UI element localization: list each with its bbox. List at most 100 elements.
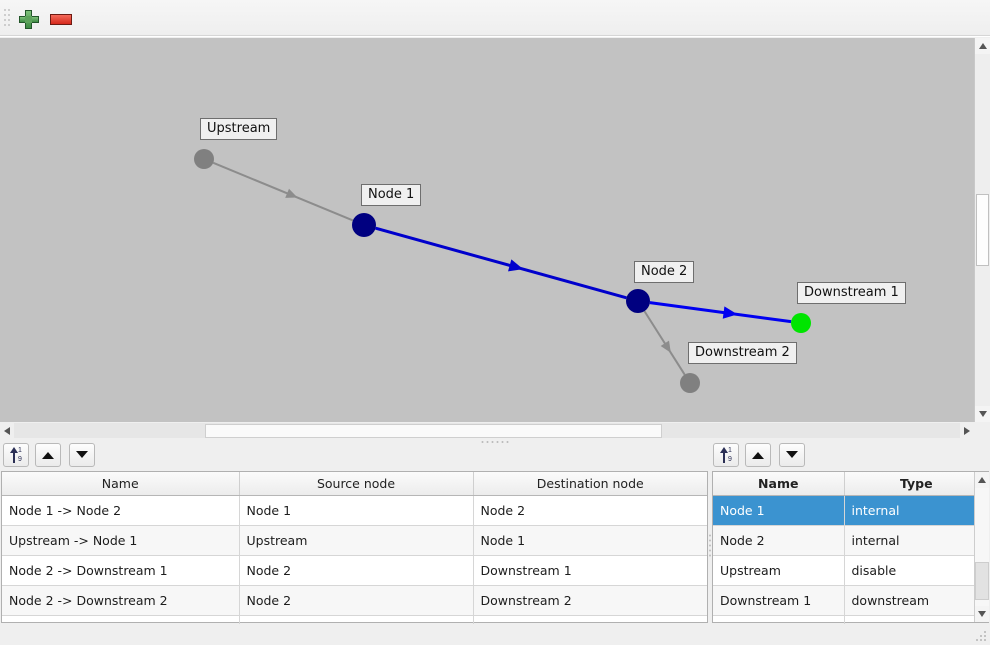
resize-grip-icon[interactable] — [976, 631, 987, 642]
graph-edge-node2-downstream2[interactable] — [643, 310, 686, 376]
links-table-cell-source[interactable]: Node 1 — [239, 495, 474, 526]
graph-node-label-downstream1[interactable]: Downstream 1 — [797, 282, 906, 304]
nodes-table-scrollbar[interactable] — [974, 472, 989, 622]
graph-edge-arrow-node1-node2 — [508, 259, 524, 272]
nodes-table-cell-name[interactable]: Upstream — [713, 555, 845, 586]
links-table-cell-name[interactable]: Node 2 -> Downstream 1 — [2, 555, 240, 586]
graph-edge-node2-downstream1[interactable] — [649, 301, 792, 324]
graph-horizontal-scrollbar[interactable] — [0, 423, 990, 439]
triangle-down-icon — [786, 451, 798, 458]
graph-node-downstream1[interactable] — [791, 313, 811, 333]
sort-badge-top: 1 — [18, 447, 22, 454]
links-table-cell-destination[interactable]: Node 1 — [473, 525, 707, 556]
nodes-table-cell-name[interactable]: Node 2 — [713, 525, 845, 556]
nodes-move-down-button[interactable] — [779, 443, 805, 467]
links-table-cell-destination[interactable]: Node 2 — [473, 495, 707, 526]
graph-node-upstream[interactable] — [194, 149, 214, 169]
add-button[interactable] — [15, 7, 43, 31]
scroll-down-button[interactable] — [975, 606, 989, 622]
graph-node-node1[interactable] — [352, 213, 376, 237]
splitter-grip-icon — [481, 441, 509, 443]
horizontal-splitter[interactable] — [0, 438, 990, 445]
graph-edge-node1-node2[interactable] — [375, 226, 627, 300]
links-table-column-header-0[interactable]: Name — [2, 472, 240, 496]
links-table-cell-source[interactable]: Node 2 — [239, 555, 474, 586]
plus-icon — [19, 10, 39, 29]
links-table-cell-destination[interactable]: Downstream 1 — [473, 555, 707, 586]
vertical-scroll-thumb[interactable] — [975, 562, 989, 600]
scroll-left-button[interactable] — [0, 423, 14, 439]
horizontal-scroll-thumb[interactable] — [205, 424, 662, 438]
nodes-sort-button[interactable]: 1 9 — [713, 443, 739, 467]
vertical-scroll-track[interactable] — [975, 488, 989, 606]
nodes-table-column-header-0[interactable]: Name — [713, 472, 845, 496]
triangle-down-icon — [76, 451, 88, 458]
nodes-table-cell-type[interactable]: internal — [844, 495, 988, 526]
graph-edge-upstream-node1[interactable] — [212, 161, 354, 222]
scroll-up-button[interactable] — [975, 472, 989, 488]
links-table-cell-name[interactable]: Node 2 -> Downstream 2 — [2, 585, 240, 616]
links-move-up-button[interactable] — [35, 443, 61, 467]
graph-node-label-node2[interactable]: Node 2 — [634, 261, 695, 283]
nodes-table-cell-name[interactable]: Node 1 — [713, 495, 845, 526]
nodes-table-cell-type[interactable]: disable — [844, 555, 988, 586]
sort-badge-bottom: 9 — [728, 456, 732, 463]
nodes-table-column-header-1[interactable]: Type — [844, 472, 988, 496]
links-table-cell-source[interactable]: Upstream — [239, 525, 474, 556]
toolbar-divider-highlight — [0, 36, 990, 37]
nodes-move-up-button[interactable] — [745, 443, 771, 467]
sort-ascending-icon: 1 9 — [719, 447, 735, 464]
vertical-scroll-thumb[interactable] — [976, 194, 989, 266]
horizontal-scroll-track[interactable] — [14, 423, 960, 439]
links-table-column-header-1[interactable]: Source node — [239, 472, 474, 496]
graph-node-label-downstream2[interactable]: Downstream 2 — [688, 342, 797, 364]
vertical-scroll-track[interactable] — [975, 54, 990, 406]
links-table-cell-name[interactable]: Node 1 -> Node 2 — [2, 495, 240, 526]
scrollbar-corner — [974, 423, 990, 439]
links-table-cell-name[interactable]: Upstream -> Node 1 — [2, 525, 240, 556]
links-sort-button[interactable]: 1 9 — [3, 443, 29, 467]
drag-handle-icon[interactable] — [4, 9, 11, 29]
graph-node-label-upstream[interactable]: Upstream — [200, 118, 278, 140]
links-table-column-header-2[interactable]: Destination node — [473, 472, 707, 496]
graph-edge-arrow-upstream-node1 — [285, 188, 298, 198]
links-table-cell-source[interactable]: Node 2 — [239, 585, 474, 616]
links-table-cell-destination[interactable]: Downstream 2 — [473, 585, 707, 616]
nodes-table-cell-type[interactable]: downstream — [844, 585, 988, 616]
graph-node-node2[interactable] — [626, 289, 650, 313]
graph-node-label-node1[interactable]: Node 1 — [361, 184, 422, 206]
graph-node-downstream2[interactable] — [680, 373, 700, 393]
delete-button[interactable] — [47, 7, 75, 31]
nodes-table-cell-name[interactable]: Downstream 1 — [713, 585, 845, 616]
scroll-up-button[interactable] — [975, 38, 990, 54]
graph-vertical-scrollbar[interactable] — [974, 38, 990, 422]
scroll-right-button[interactable] — [960, 423, 974, 439]
splitter-grip-icon — [709, 534, 711, 560]
main-toolbar — [0, 0, 990, 37]
graph-edge-arrow-node2-downstream2 — [660, 340, 671, 353]
links-move-down-button[interactable] — [69, 443, 95, 467]
scroll-down-button[interactable] — [975, 406, 990, 422]
nodes-table-cell-type[interactable]: internal — [844, 525, 988, 556]
vertical-splitter[interactable] — [708, 471, 712, 623]
graph-edge-arrow-node2-downstream1 — [722, 306, 738, 319]
triangle-up-icon — [752, 452, 764, 459]
